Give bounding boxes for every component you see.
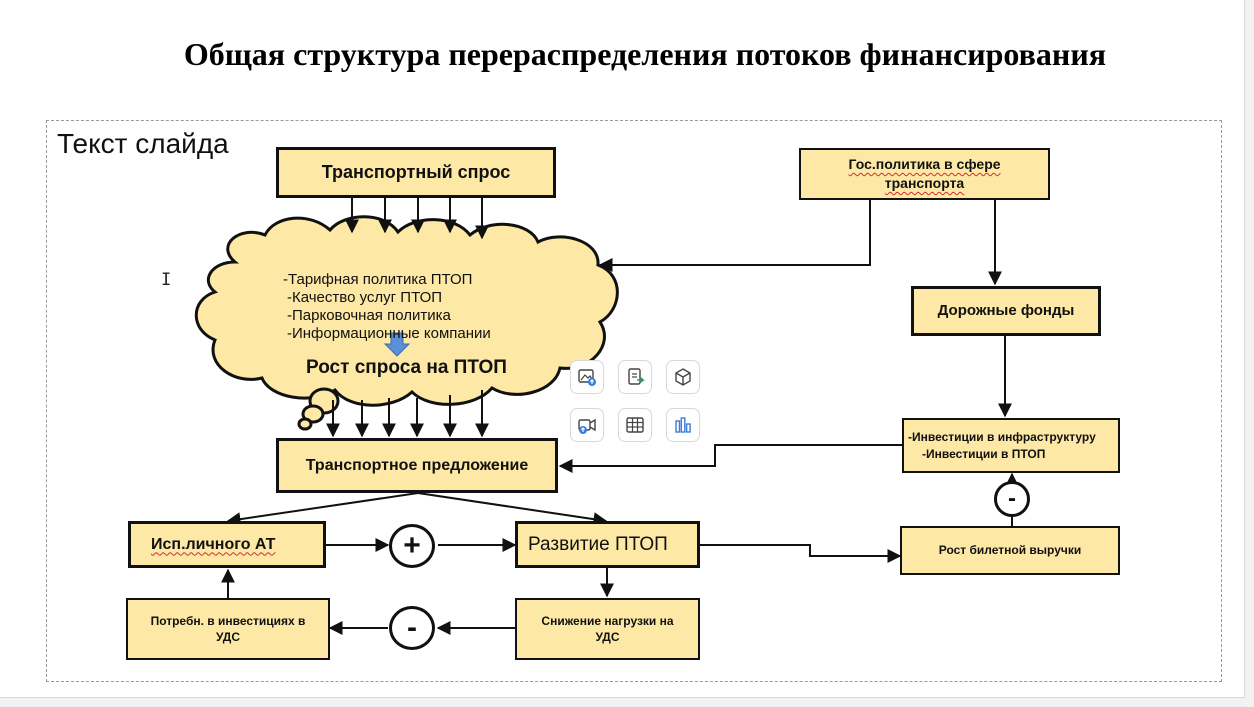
gov-policy-box[interactable]: Гос.политика в сфере транспорта xyxy=(799,148,1050,200)
road-investment-need-box[interactable]: Потребн. в инвестициях в УДС xyxy=(126,598,330,660)
transport-demand-label: Транспортный спрос xyxy=(321,162,511,183)
transport-supply-label: Транспортное предложение xyxy=(305,456,529,474)
minus-sign-bottom: - xyxy=(389,606,435,650)
placeholder-label: Текст слайда xyxy=(57,128,229,159)
road-funds-label: Дорожные фонды xyxy=(937,301,1075,319)
ticket-revenue-box[interactable]: Рост билетной выручки xyxy=(900,526,1120,575)
cloud-item: -Парковочная политика xyxy=(287,307,451,324)
gov-policy-label: Гос.политика в сфере транспорта xyxy=(848,156,1001,191)
minus-sign-right: - xyxy=(994,481,1030,517)
ticket-revenue-label: Рост билетной выручки xyxy=(938,543,1082,558)
investments-line-1: -Инвестиции в инфраструктуру xyxy=(908,430,1096,445)
road-investment-need-label: Потребн. в инвестициях в УДС xyxy=(150,613,306,644)
text-placeholder[interactable] xyxy=(46,120,1222,682)
investments-box[interactable]: -Инвестиции в инфраструктуру -Инвестиции… xyxy=(902,418,1120,473)
slide-title[interactable]: Общая структура перераспределения потоко… xyxy=(183,36,1107,72)
investments-line-2: -Инвестиции в ПТОП xyxy=(922,446,1046,461)
road-funds-box[interactable]: Дорожные фонды xyxy=(911,286,1101,336)
private-car-use-label: Исп.личного АТ xyxy=(151,535,276,553)
transport-demand-box[interactable]: Транспортный спрос xyxy=(276,147,556,198)
insert-table-icon[interactable] xyxy=(618,408,652,442)
insert-picture-icon[interactable] xyxy=(570,360,604,394)
road-load-reduction-label: Снижение нагрузки на УДС xyxy=(541,613,674,644)
plus-sign: + xyxy=(389,524,435,568)
cloud-item: -Тарифная политика ПТОП xyxy=(283,271,473,288)
pt-development-label: Развитие ПТОП xyxy=(528,533,668,555)
road-load-reduction-box[interactable]: Снижение нагрузки на УДС xyxy=(515,598,700,660)
private-car-use-box[interactable]: Исп.личного АТ xyxy=(128,521,326,568)
insert-chart-icon[interactable] xyxy=(666,408,700,442)
text-cursor-icon: I xyxy=(161,270,172,290)
cloud-item: -Информационные компании xyxy=(287,325,491,342)
insert-slide-icon[interactable] xyxy=(618,360,652,394)
cloud-item: -Качество услуг ПТОП xyxy=(287,289,443,306)
cloud-shape xyxy=(194,215,619,431)
blue-down-arrow xyxy=(383,332,411,357)
insert-3d-model-icon[interactable] xyxy=(666,360,700,394)
pt-development-box[interactable]: Развитие ПТОП xyxy=(515,521,700,568)
insert-video-icon[interactable] xyxy=(570,408,604,442)
cloud-factor-list: -Тарифная политика ПТОП -Качество услуг … xyxy=(283,271,491,343)
transport-supply-box[interactable]: Транспортное предложение xyxy=(276,438,558,493)
cloud-result-label: Рост спроса на ПТОП xyxy=(306,357,507,378)
